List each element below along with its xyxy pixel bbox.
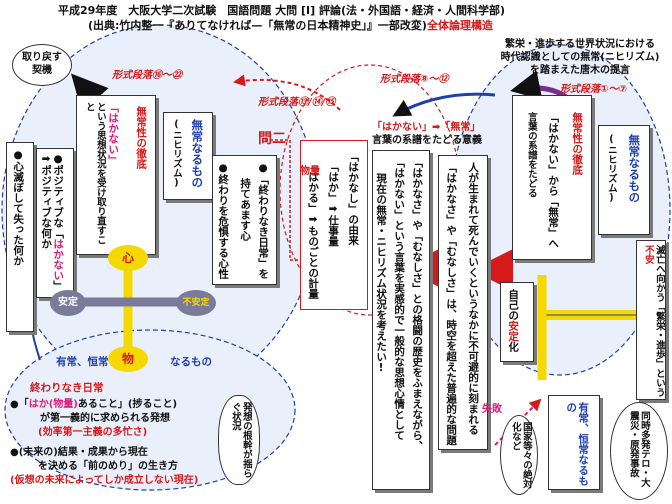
bottom-item-2: ●(未来の)結果・成果から現在 を決める「前のめり」の生き方 (仮想の未来によっ…: [10, 446, 198, 488]
bottom1-line2: が第一義的に求められる発想: [40, 413, 170, 424]
header-source: (出典:竹内整一『ありてなければ—「無常の日本精神史」』一部改変)全体論理構造: [88, 17, 493, 33]
bottom1-c: あること」(捗ること): [77, 399, 178, 410]
mondai2-label: 問二: [258, 131, 286, 147]
shinsai-bubble: 同時多発テロ・大震災・原発事故: [610, 402, 668, 500]
hassou-text: 発想の根幹が揺らぐ状況: [229, 402, 252, 478]
bottom1-line1: ●「はか(物量)あること」(捗ること): [10, 398, 177, 412]
hito-b: 「はかなさ」や「むなしさ」は、時空を超えた普遍的な問題: [445, 162, 458, 446]
mujo-nihilism-left-b: (ニヒリズム): [170, 119, 182, 189]
hakanasa-a: 「はかなさ」や「むなしさ」との格闘の歴史をふまえながら、: [411, 157, 424, 451]
metsubou-text: 滅亡へ向かう「繁栄・進歩」という不安: [642, 245, 665, 399]
metsubou-a: 滅亡へ向かう「繁栄・進歩」という: [653, 245, 665, 397]
note-line: を踏まえた唐木の提言: [530, 65, 630, 76]
metsubou-fuan: 不安: [642, 245, 654, 264]
header-source-text: (出典:竹内整一『ありてなければ—「無常の日本精神史」』一部改変): [88, 19, 427, 32]
header-structure-label: 全体論理構造: [426, 19, 493, 32]
hakanai-mujo: 「はかない」➡「無常」: [372, 118, 480, 133]
mujo-nihilism-right-a: 無常なるもの: [627, 134, 642, 203]
hakanai-accept: という思想状況を受け取り直すこと: [83, 102, 106, 245]
mono-center: 物: [108, 346, 148, 372]
bottom2-line1: ●(未来の)結果・成果から現在: [10, 447, 148, 458]
kokoro-lost-a: ●心: [12, 149, 25, 172]
bottom2-line3: (仮想の未来によってしか成立しない現在): [10, 475, 199, 486]
jiko-antei-text: 自己の安定化: [507, 289, 519, 352]
jiko-antei-box: 自己の安定化: [500, 282, 534, 362]
hakanashi-yurai-box: 「はかなし」の由来 「はか」➡仕事量 「はかる」➡ものごとの計量: [300, 140, 368, 310]
paragraph-label-1-7: 形式段落①～⑦: [560, 84, 627, 95]
owarinaki-b: 持てあます心: [239, 178, 252, 241]
paragraph-label-8-12: 形式段落⑧～⑫: [380, 74, 449, 85]
torimodosu-keiki: 取り戻す 契機: [12, 44, 72, 86]
top-right-note: 繁栄・進歩する世界状況における 時代認識としての無常(ニヒリズム) を踏まえた唐…: [488, 38, 672, 77]
mujo-nihilism-left-a: 無常なるもの: [190, 119, 205, 188]
hakanasa-box: 「はかなさ」や「むなしさ」との格闘の歴史をふまえながら、 「はかない」という言葉…: [372, 150, 430, 490]
shippai-label: 失敗: [482, 404, 502, 415]
bottom1-a: ●「: [10, 399, 29, 410]
mujo-tettei-label: 無常性の徹底: [135, 106, 148, 169]
mujo-tettei-right-box: 無常性の徹底 「はかない」から「無常」へ 言葉の系譜をたどる: [512, 95, 592, 260]
yuujou-bottom-a: 有常、恒常: [56, 356, 109, 368]
note-line: 繁栄・進歩する世界状況における: [505, 39, 655, 50]
yuujou-right-box: 有常、恒常なるもの: [548, 395, 600, 490]
top-arrow-3: [233, 74, 341, 111]
mujo-tettei-right: 無常性の徹底: [571, 112, 584, 175]
hakaru-keiryo: 「はかる」➡ものごとの計量: [307, 161, 320, 299]
kokka-bubble: 国家等々の絶対化など: [500, 415, 538, 495]
hakanashi-yurai: 「はかなし」の由来: [347, 151, 360, 246]
bottom1-line3: (効率第一主義の多忙さ): [38, 427, 148, 438]
kotoba-tadoru: 言葉の系譜をたどる: [525, 112, 537, 198]
hakanai-mujo-text: 「はかない」➡「無常」: [372, 122, 481, 133]
positive-c: ➡ポジティブな何か: [40, 153, 53, 249]
bottom1-b: はか(物量): [28, 399, 78, 410]
fuantei-center: 不安定: [176, 290, 216, 316]
header-title: 平成29年度 大阪大学二次試験 国語問題 大問 [I] 評論(法・外国語・経済・…: [58, 4, 505, 17]
kokoro-lost-b: 滅ぼして失った何か: [12, 171, 25, 267]
owarinaki-title: 終わりなき日常: [30, 382, 104, 394]
kokka-text: 国家等々の絶対化など: [509, 422, 532, 489]
mujo-nihilism-left-box: 無常なるもの (ニヒリズム): [163, 112, 213, 200]
hakanai-kara: 「はかない」から「無常」へ: [547, 112, 560, 249]
hito-box: 人が生まれて死んでいくというなかに不可避的に刻まれる 「はかなさ」や「むなしさ」…: [438, 155, 488, 450]
kotoba-keifu: 言葉の系譜をたどる意義: [372, 135, 482, 146]
kokoro-lost-box: ●心滅ぼして失った何か: [6, 142, 34, 332]
mujo-nihilism-right-b: (ニヒリズム): [605, 134, 617, 204]
bottom2-line2: を決める「前のめり」の生き方: [38, 461, 178, 472]
hakanasa-c: 現在の無常・ニヒリズム状況を考えたい!: [375, 173, 388, 374]
shinsai-text: 同時多発テロ・大震災・原発事故: [627, 411, 650, 487]
positive-box: ●ポジティブな「はかない」 ➡ポジティブな何か: [36, 148, 74, 298]
hakanai-quote: 「はかない」: [107, 102, 120, 165]
haka-shigoto: 「はか」➡仕事量: [327, 161, 340, 247]
top-arrow-2: [392, 92, 496, 117]
positive-hakanai: はかない: [52, 238, 65, 281]
mujo-nihilism-right-box: 無常なるもの (ニヒリズム): [598, 125, 650, 235]
positive-text: ●ポジティブな「はかない」 ➡ポジティブな何か: [40, 153, 64, 298]
buturyo-label: 物量: [300, 166, 320, 177]
jiko-antei-a: 自己の: [507, 289, 520, 321]
paragraph-label-13-15: 形式段落⑬/⑭/⑮: [258, 97, 336, 108]
mondai-bracket: [289, 140, 300, 261]
hassou-bubble: 発想の根幹が揺らぐ状況: [218, 395, 260, 485]
note-line: 時代認識としての無常(ニヒリズム): [500, 52, 660, 63]
positive-a: ●ポジティブな「: [52, 153, 65, 239]
hito-a: 人が生まれて死んでいくというなかに不可避的に刻まれる: [467, 162, 480, 435]
failure-swoosh: [494, 398, 542, 446]
positive-b: 」: [52, 280, 65, 292]
antei-center: 安定: [50, 290, 86, 316]
owarinaki-box: ●「終わりなき日常」を 持てあます心 ●終わりを危惧する心性: [212, 155, 277, 285]
jiko-antei-c: 化: [507, 341, 520, 353]
mujo-tettei-box: 無常性の徹底 「はかない」 という思想状況を受け取り直すこと: [76, 95, 156, 255]
jiko-antei-b: 安定: [507, 320, 520, 342]
yuujou-bottom-b: なるもの: [170, 356, 212, 368]
bottom-item-1: ●「はか(物量)あること」(捗ること) が第一義的に求められる発想 (効率第一主…: [10, 398, 177, 440]
owarinaki-c: ●終わりを危惧する心性: [217, 162, 230, 279]
metsubou-box: 滅亡へ向かう「繁栄・進歩」という不安: [636, 240, 666, 400]
kokoro-center: 心: [108, 245, 148, 271]
hakanasa-b: 「はかない」という言葉を実感的で一般的な思想心情として: [393, 157, 406, 441]
yuujou-right: 有常、恒常なるもの: [565, 402, 590, 486]
owarinaki-a: ●「終わりなき日常」を: [257, 162, 270, 279]
kokoro-lost-text: ●心滅ぼして失った何か: [12, 149, 24, 266]
paragraph-label-16-22: 形式段落⑯～㉒: [112, 70, 182, 81]
